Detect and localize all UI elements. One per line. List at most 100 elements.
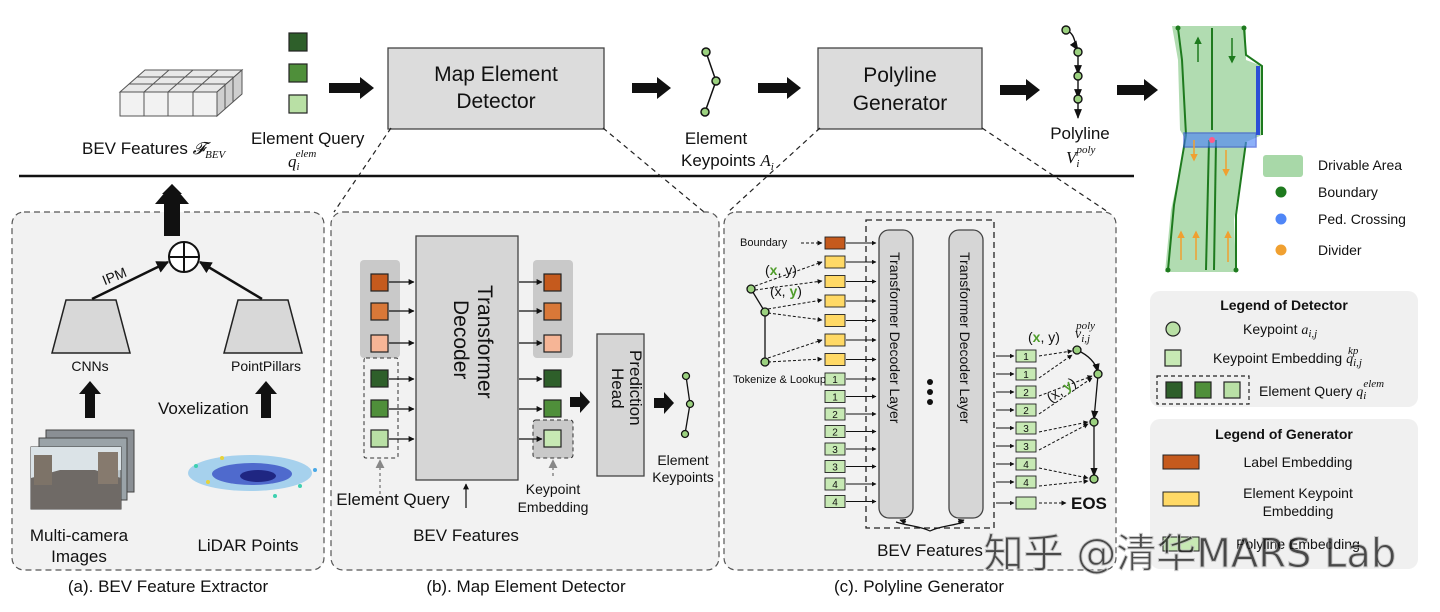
- multicam-line1: Multi-camera: [30, 526, 129, 545]
- lidar-cloud: [188, 455, 317, 498]
- input-poly-token-3: [824, 407, 846, 421]
- bev-bracket: [895, 521, 965, 532]
- element-keypoints-line2: Keypoints Ai: [681, 151, 774, 173]
- element-query-group: [363, 357, 399, 459]
- input-lookup-arrows: [754, 261, 823, 363]
- query-square-mid: [288, 63, 308, 83]
- decoder-line1: Transformer: [473, 285, 496, 399]
- polyline-symbol: Vipoly: [1066, 144, 1096, 170]
- output-poly-token-5-label: 3: [1023, 424, 1029, 435]
- camera-images: [30, 429, 135, 510]
- panel-b-squares-left: [370, 273, 389, 448]
- legend-keypoint: Keypoint ai,j: [1243, 321, 1317, 340]
- input-poly-token-7-label: 4: [832, 480, 838, 491]
- input-kp-token-3: [824, 294, 846, 308]
- legend-polyline-embedding: Polyline Embedding: [1236, 536, 1360, 552]
- pillars-arrow: [198, 260, 263, 301]
- bev-features-label: BEV Features 𝓕BEV: [82, 139, 227, 161]
- input-label-token: [824, 236, 846, 250]
- output-poly-token-7: [1015, 457, 1037, 471]
- elem-kp-line1: Element: [657, 452, 708, 468]
- polyline-generator-line1: Polyline: [863, 64, 937, 87]
- pointpillars-label: PointPillars: [231, 358, 301, 374]
- output-poly-token-4: [1015, 403, 1037, 417]
- legend-element-query: Element Query qielem: [1259, 378, 1384, 402]
- boundary-dot-icon: [1275, 186, 1287, 198]
- panel-bev-extractor: [11, 211, 325, 571]
- cnn-trapezoid: [51, 299, 131, 354]
- v-poly-symbol: vi,jpoly: [1075, 320, 1095, 345]
- elem-kp-embedding-swatch: [1162, 491, 1200, 507]
- to-head-arrow: [570, 391, 590, 413]
- input-poly-token-1: [824, 372, 846, 386]
- bev-grid-icon: [118, 68, 244, 118]
- detector-legend-title: Legend of Detector: [1220, 297, 1348, 313]
- up-arrow-fused-head: [155, 184, 189, 236]
- to-keypoints-arrow: [654, 392, 674, 414]
- input-kp-token-2: [824, 275, 846, 288]
- drivable-swatch: [1263, 155, 1303, 177]
- input-keypoints-icon: [746, 284, 770, 367]
- output-polyline-icon: [1072, 345, 1103, 484]
- cnns-label: CNNs: [71, 358, 108, 374]
- out-label-square-1: [543, 273, 562, 292]
- ellipsis-dot-3: [927, 399, 933, 405]
- input-poly-token-6: [824, 460, 846, 473]
- bev-features-c-label: BEV Features: [877, 541, 983, 560]
- out-kp-square: [543, 429, 562, 448]
- input-kp-token-1: [824, 255, 846, 269]
- query-square-b3: [370, 429, 389, 448]
- divider-dot-icon: [1275, 244, 1287, 256]
- detector-legend-panel: [1150, 291, 1418, 407]
- legend-ped: Ped. Crossing: [1318, 211, 1406, 227]
- legend-drivable: Drivable Area: [1318, 157, 1402, 173]
- input-poly-token-3-label: 2: [832, 410, 838, 421]
- eos-label: EOS: [1071, 494, 1107, 513]
- output-poly-token-5: [1015, 421, 1037, 435]
- bev-bracket-right: [957, 518, 965, 525]
- caption-a: (a). BEV Feature Extractor: [68, 577, 269, 596]
- legend-divider: Divider: [1318, 242, 1362, 258]
- out-label-square-2: [543, 302, 562, 321]
- legend-kp-embedding: Keypoint Embedding qi,jkp: [1213, 345, 1362, 369]
- element-query-symbol: qielem: [288, 148, 316, 173]
- polyline-generator-line2: Generator: [853, 92, 948, 115]
- kp-emb-line1: Keypoint: [526, 481, 581, 497]
- input-poly-token-6-label: 3: [832, 463, 838, 474]
- caption-b: (b). Map Element Detector: [426, 577, 626, 596]
- pillars-up-arrow: [255, 381, 277, 418]
- ped-dot-icon: [1275, 213, 1287, 225]
- elem-kp-line2: Keypoints: [652, 469, 713, 485]
- ellipsis-dot-1: [927, 379, 933, 385]
- watermark: 知乎 @清华MARS Lab: [984, 531, 1397, 577]
- voxelization-label: Voxelization: [158, 399, 249, 418]
- decoder-layer-2: [948, 229, 984, 519]
- boundary-token-label: Boundary: [740, 237, 788, 249]
- legend-elem-kp-emb-line2: Embedding: [1263, 503, 1334, 519]
- input-poly-token-2: [824, 390, 846, 403]
- map-detector-line1: Map Element: [434, 63, 558, 86]
- input-poly-token-2-label: 1: [832, 393, 838, 404]
- label-square-2: [370, 302, 389, 321]
- output-poly-token-2-label: 1: [1023, 370, 1029, 381]
- element-query-legend-group: [1156, 375, 1250, 405]
- decoder-layer-1-label: Transformer Decoder Layer: [887, 252, 903, 424]
- head-line2: Head: [608, 368, 627, 409]
- ipm-arrow: [91, 260, 170, 301]
- panel-b-squares-right: [543, 273, 562, 448]
- tokenize-label: Tokenize & Lookup: [733, 374, 826, 386]
- input-poly-token-8: [824, 495, 846, 508]
- keypoint-legend-icon: [1165, 321, 1181, 337]
- out-query-square-1: [543, 369, 562, 388]
- input-poly-token-1-label: 1: [832, 375, 838, 386]
- polyline-generator-box: [817, 47, 983, 130]
- input-poly-token-4-label: 2: [832, 428, 838, 439]
- coord-y-highlight: (x, y): [770, 283, 802, 299]
- zoom-lines: [333, 127, 1109, 213]
- coord-x-out: (x, y): [1028, 329, 1060, 345]
- output-poly-token-1-label: 1: [1023, 352, 1029, 363]
- coord-x-highlight: (x, y): [765, 262, 797, 278]
